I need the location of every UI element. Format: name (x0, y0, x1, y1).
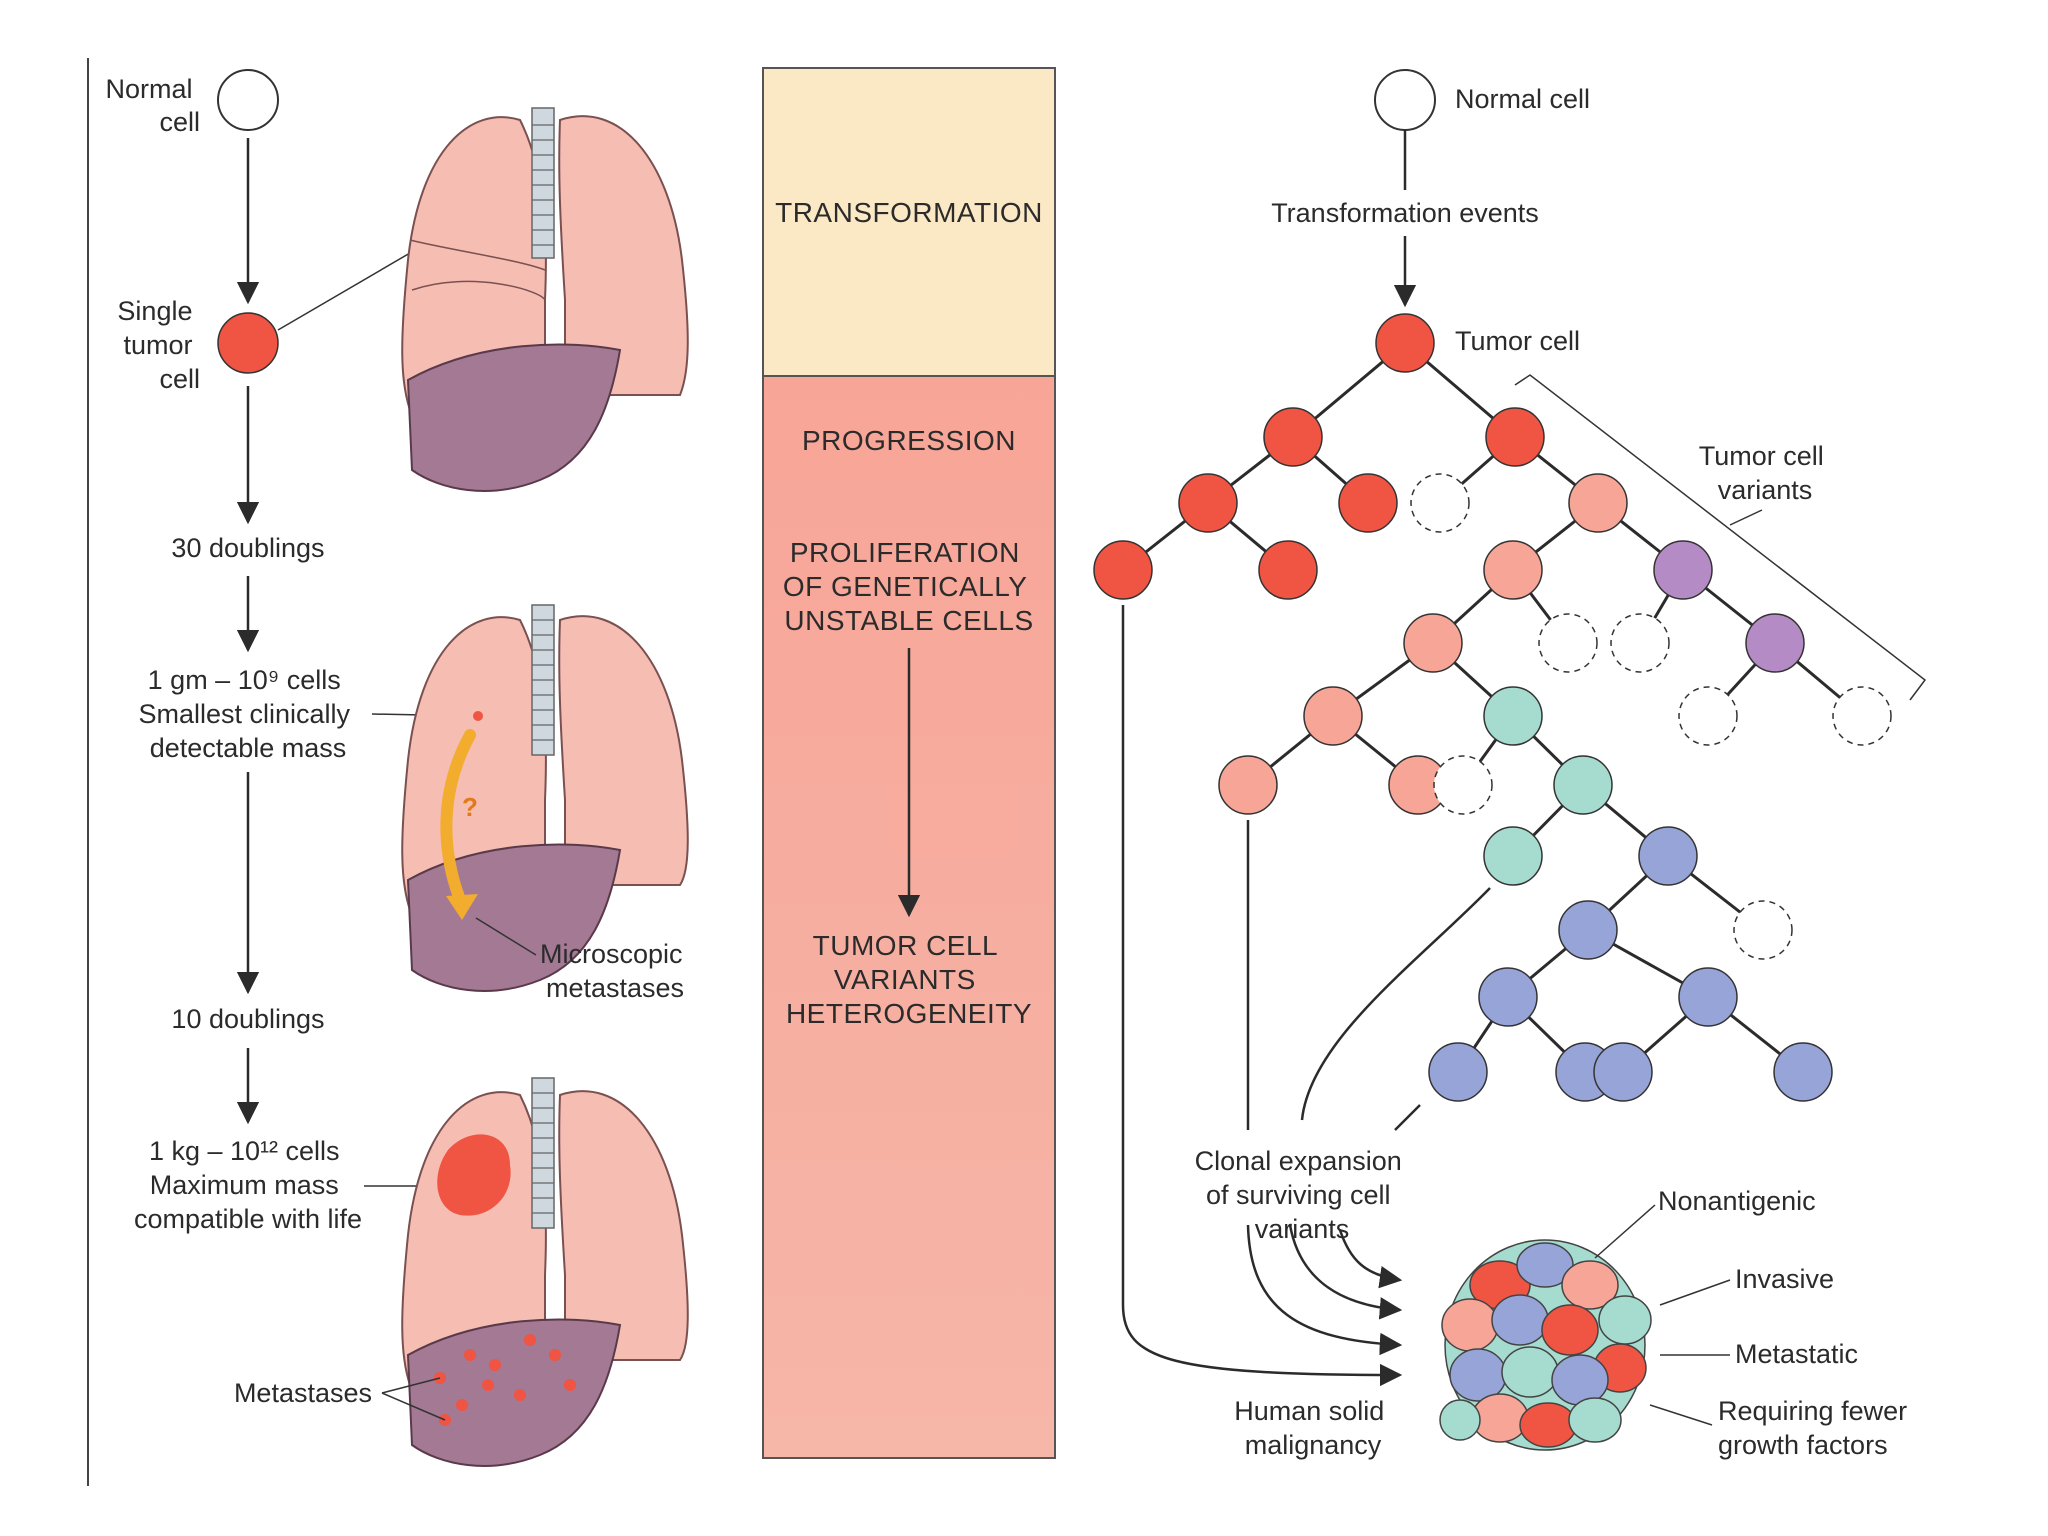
clonal-evolution-tree: Normal cell Transformation events Tumor … (1093, 69, 1927, 1460)
fewer-growth-factors-label: Requiring fewer growth factors (1718, 1396, 1915, 1460)
large-tumor (437, 1134, 511, 1216)
nonantigenic-label: Nonantigenic (1658, 1186, 1816, 1216)
tumor-node (1485, 407, 1545, 467)
tumor-node (1263, 407, 1323, 467)
mass-1gm-label: 1 gm – 10⁹ cells Smallest clinically det… (138, 665, 357, 763)
pink-variant-node (1403, 613, 1463, 673)
purple-variant-node (1745, 613, 1805, 673)
micro-metastases-label: Microscopic metastases (540, 939, 690, 1003)
lineage-red (1121, 605, 1403, 1387)
left-lung (558, 1090, 689, 1361)
question-mark: ? (462, 792, 478, 822)
single-tumor-cell (217, 312, 279, 374)
dead-variant-node (1410, 473, 1470, 533)
transformation-events-label: Transformation events (1271, 198, 1539, 228)
metastases-label: Metastases (234, 1378, 372, 1408)
trachea (531, 107, 555, 259)
pink-variant-node (1568, 473, 1628, 533)
transformation-band (762, 67, 1056, 377)
human-solid-malignancy-label: Human solid malignancy (1234, 1396, 1392, 1460)
proliferation-label: PROLIFERATION OF GENETICALLY UNSTABLE CE… (783, 537, 1035, 636)
metastatic-label: Metastatic (1735, 1339, 1858, 1369)
liver (406, 1318, 622, 1467)
dead-variant-node (1610, 613, 1670, 673)
dead-variant-node (1538, 613, 1598, 673)
blue-variant-node (1478, 967, 1538, 1027)
lineage-blue (1338, 1229, 1403, 1289)
progression-label: PROGRESSION (802, 425, 1016, 456)
pink-variant-node (1483, 540, 1543, 600)
normal-cell-label: Normal cell (105, 74, 200, 137)
pink-variant-node (1218, 755, 1278, 815)
organs-stage-1 (401, 107, 689, 492)
lineage-teal (1288, 1224, 1403, 1320)
mass-labels: Nonantigenic Invasive Metastatic Requiri… (1594, 1186, 1915, 1460)
organs-stage-3: Metastases (234, 1077, 689, 1467)
blue-variant-node (1678, 967, 1738, 1027)
doublings-10-label: 10 doublings (171, 1004, 324, 1034)
tumor-cell-node (1375, 313, 1435, 373)
teal-variant-node (1483, 826, 1543, 886)
invasive-label: Invasive (1735, 1264, 1834, 1294)
variants-bracket (1514, 374, 1927, 701)
variants-heterogeneity-label: TUMOR CELL VARIANTS HETEROGENEITY (786, 930, 1032, 1029)
blue-variant-node (1428, 1042, 1488, 1102)
blue-variant-node (1773, 1042, 1833, 1102)
micro-metastases-leader (475, 917, 537, 956)
blue-variant-node (1558, 900, 1618, 960)
small-tumor-dot (473, 711, 483, 721)
left-column: Normal cell Single tumor cell 30 doublin… (105, 69, 475, 1234)
left-lung (558, 115, 689, 396)
single-tumor-label: Single tumor cell (117, 296, 200, 394)
normal-cell-circle-right (1374, 69, 1436, 131)
lineage-pink (1246, 1224, 1403, 1356)
tumor-node (1258, 540, 1318, 600)
liver (406, 343, 622, 492)
dead-variant-node (1433, 755, 1493, 815)
left-lung (558, 615, 689, 886)
progression-band: TRANSFORMATION PROGRESSION PROLIFERATION… (762, 67, 1056, 1459)
tumor-cell-label: Tumor cell (1455, 326, 1580, 356)
transformation-label: TRANSFORMATION (775, 197, 1043, 228)
tumor-variants-label: Tumor cell variants (1699, 441, 1832, 505)
mass-1kg-label: 1 kg – 10¹² cells Maximum mass compatibl… (134, 1136, 362, 1234)
tumor-mass (1439, 1239, 1652, 1451)
teal-variant-node (1483, 686, 1543, 746)
normal-cell-circle (217, 69, 279, 131)
purple-variant-node (1653, 540, 1713, 600)
dead-variant-node (1832, 686, 1892, 746)
organs-stage-2: ? Microscopic metastases (401, 604, 690, 1003)
orange-spread-arrow (440, 729, 476, 911)
clonal-expansion-label: Clonal expansion of surviving cell varia… (1195, 1146, 1410, 1244)
dead-variant-node (1733, 900, 1793, 960)
blue-variant-node (1593, 1042, 1653, 1102)
tumor-node (1093, 540, 1153, 600)
pink-variant-node (1303, 686, 1363, 746)
doublings-30-label: 30 doublings (171, 533, 324, 563)
tumor-node (1338, 473, 1398, 533)
teal-variant-node (1553, 755, 1613, 815)
liver (406, 843, 622, 992)
tumor-node (1178, 473, 1238, 533)
blue-variant-node (1638, 826, 1698, 886)
tree-nodes (1093, 313, 1892, 1102)
normal-cell-label-right: Normal cell (1455, 84, 1590, 114)
dead-variant-node (1678, 686, 1738, 746)
